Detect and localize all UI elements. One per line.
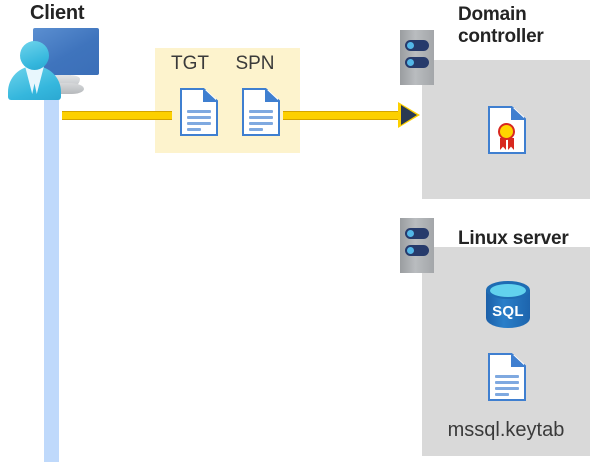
document-text-line: [249, 128, 263, 131]
flow-arrowhead-inner: [401, 105, 417, 125]
linux-server-rack-icon: [400, 218, 434, 273]
linux-server-title: Linux server: [458, 228, 569, 249]
rack-led-pill: [405, 40, 429, 51]
document-text-line: [187, 110, 211, 113]
document-text-line: [495, 375, 519, 378]
document-text-line: [249, 122, 273, 125]
document-text-line: [187, 116, 211, 119]
document-text-line: [187, 128, 201, 131]
flow-arrow-segment-left: [62, 111, 172, 120]
certificate-document-icon: [488, 106, 526, 154]
sql-label: SQL: [492, 303, 524, 320]
document-text-line: [249, 110, 273, 113]
seal-medallion: [498, 123, 515, 140]
tgt-document-icon: [180, 88, 218, 136]
document-text-line: [495, 393, 509, 396]
rack-led-pill: [405, 245, 429, 256]
tgt-label: TGT: [171, 53, 209, 74]
domain-controller-title: Domain controller: [458, 4, 544, 48]
seal-ribbon-left: [500, 138, 506, 150]
flow-arrow-segment-right: [283, 111, 408, 120]
seal-ribbon-right: [508, 138, 514, 150]
document-text-line: [249, 116, 273, 119]
spn-label: SPN: [235, 53, 275, 74]
rack-led-pill: [405, 228, 429, 239]
client-icon: [6, 28, 102, 100]
client-title: Client: [30, 2, 85, 24]
person-head-icon: [20, 41, 49, 70]
domain-controller-server-rack-icon: [400, 30, 434, 85]
document-text-line: [187, 122, 211, 125]
client-lifeline: [44, 74, 59, 462]
spn-document-icon: [242, 88, 280, 136]
monitor-base-icon: [46, 83, 84, 94]
sql-database-icon: SQL: [486, 281, 530, 333]
keytab-filename-label: mssql.keytab: [447, 419, 565, 441]
rack-led-pill: [405, 57, 429, 68]
cylinder-top-inner: [490, 284, 526, 297]
document-text-line: [495, 381, 519, 384]
keytab-document-icon: [488, 353, 526, 401]
document-text-line: [495, 387, 519, 390]
